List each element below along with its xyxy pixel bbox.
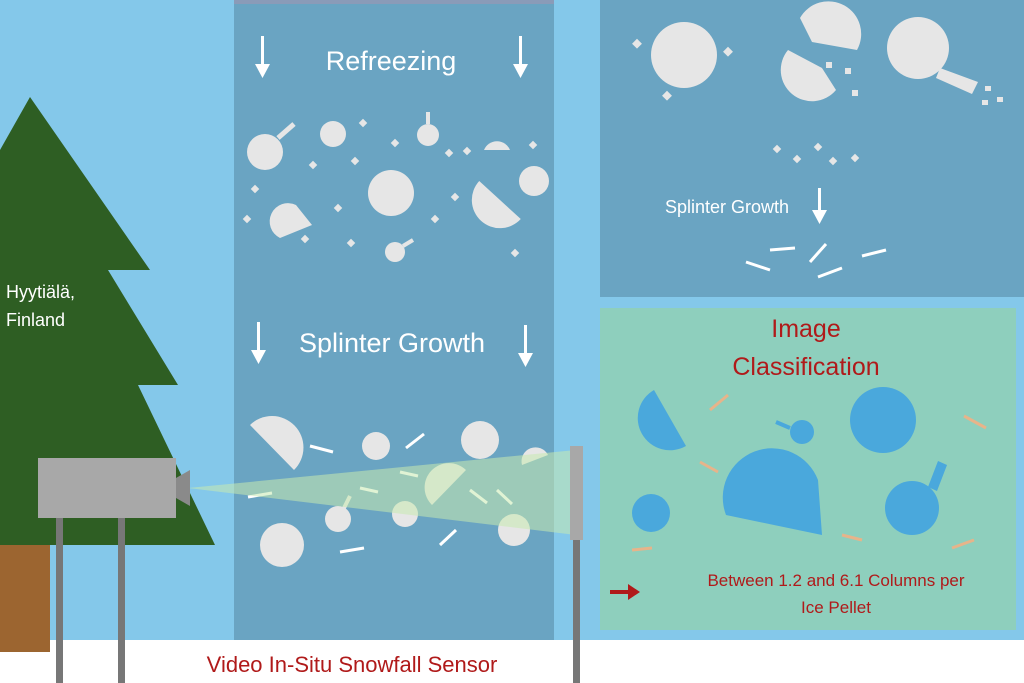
classification-result-line2: Ice Pellet xyxy=(801,598,871,617)
atmosphere-column: Refreezing Splinter Growth xyxy=(234,0,554,640)
classification-title-line2: Classification xyxy=(732,353,879,381)
inset-stage-label: Splinter Growth xyxy=(665,197,789,217)
splinter-inset-panel: Splinter Growth xyxy=(600,0,1024,297)
location-line1: Hyytiälä, xyxy=(6,282,75,302)
classification-result-line1: Between 1.2 and 6.1 Columns per xyxy=(707,571,964,590)
refreezing-particles xyxy=(242,112,549,262)
location-line2: Finland xyxy=(6,310,65,330)
camera-lens-icon xyxy=(176,470,190,506)
red-arrow-icon xyxy=(610,584,640,600)
stage-refreezing-label: Refreezing xyxy=(326,46,457,76)
tree-illustration: Hyytiälä, Finland xyxy=(0,97,215,652)
tree-foliage xyxy=(0,97,215,545)
down-arrow-icon xyxy=(812,188,827,224)
classification-title-line1: Image xyxy=(771,315,840,343)
down-arrow-icon xyxy=(251,36,533,367)
sensor-label: Video In-Situ Snowfall Sensor xyxy=(207,652,498,677)
sensor-receiver xyxy=(570,446,583,540)
stage-splinter-growth-label: Splinter Growth xyxy=(299,328,485,358)
ground xyxy=(0,640,1024,683)
image-classification-panel: Image Classification Between 1.2 and 6.1… xyxy=(600,308,1016,630)
snowfall-sensor: Video In-Situ Snowfall Sensor xyxy=(38,446,583,683)
sensor-beam xyxy=(188,450,576,535)
sensor-camera-body xyxy=(38,458,176,518)
